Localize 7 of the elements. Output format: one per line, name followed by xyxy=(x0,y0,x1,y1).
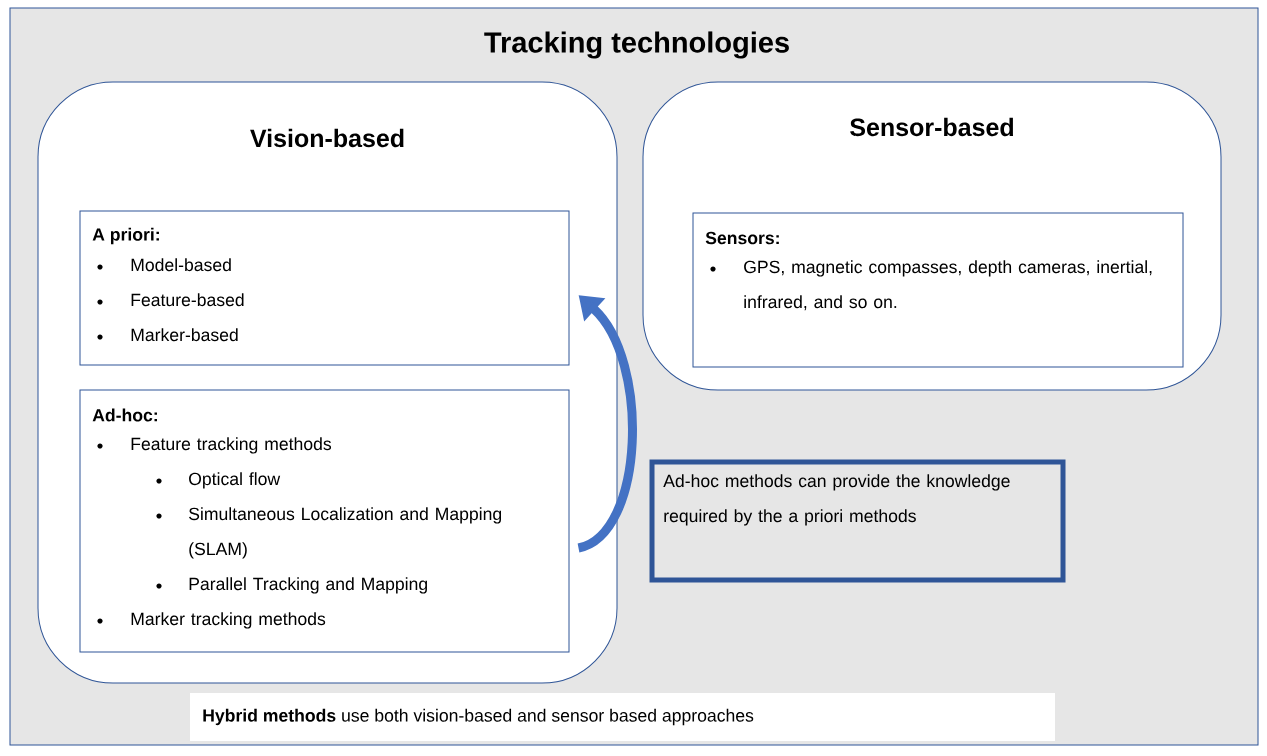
method-box: A priori: Model-based Feature-based Marker-based xyxy=(79,210,570,366)
callout-box: Ad-hoc methods can provide the knowledge required by the a priori methods xyxy=(649,459,1066,583)
method-box: Ad-hoc: Feature tracking methods Optical flow Simultaneous Localization and Mapping (SLAM) Parallel Tracking and Mapping Marker tracking methods xyxy=(79,389,570,653)
method-box: Sensors: GPS, magnetic compasses, depth cameras, inertial, infrared, and so on. xyxy=(692,212,1184,368)
curved-arrow xyxy=(576,295,637,553)
title: Tracking technologies xyxy=(484,31,789,59)
note-box: Hybrid methods use both vision-based and sensor based approaches xyxy=(190,693,1055,741)
